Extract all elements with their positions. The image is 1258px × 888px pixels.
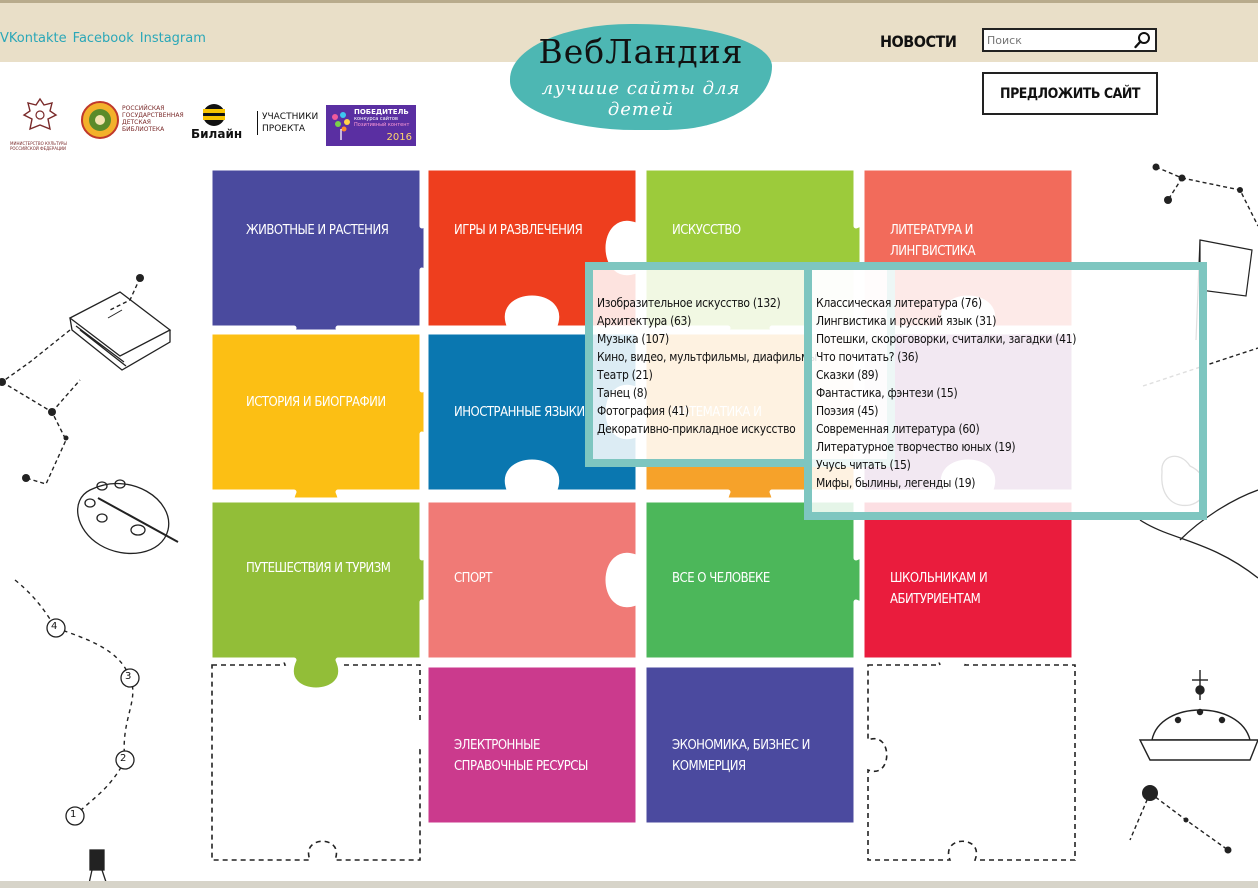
route-number-2: 2 xyxy=(120,753,127,764)
piece-school-label[interactable]: ШКОЛЬНИКАМ И АБИТУРИЕНТАМ xyxy=(890,571,988,607)
piece-games-label[interactable]: ИГРЫ И РАЗВЛЕЧЕНИЯ xyxy=(454,223,583,238)
submenu-item[interactable]: Танец (8) xyxy=(597,386,648,400)
piece-art-label[interactable]: ИСКУССТВО xyxy=(672,223,741,238)
library-emblem-icon xyxy=(81,101,119,139)
piece-sport[interactable] xyxy=(423,497,641,663)
piece-economics[interactable] xyxy=(641,662,859,828)
submenu-item[interactable]: Поэзия (45) xyxy=(816,404,879,418)
submenu-item[interactable]: Изобразительное искусство (132) xyxy=(597,296,781,310)
submenu-item[interactable]: Классическая литература (76) xyxy=(816,296,982,310)
art-submenu-list: Изобразительное искусство (132) Архитект… xyxy=(593,270,887,438)
ministry-label: МИНИСТЕРСТВО КУЛЬТУРЫ РОССИЙСКОЙ ФЕДЕРАЦ… xyxy=(10,141,67,151)
piece-economics-label[interactable]: ЭКОНОМИКА, БИЗНЕС И КОММЕРЦИЯ xyxy=(672,738,810,774)
route-number-1: 1 xyxy=(70,809,77,820)
search-field xyxy=(982,28,1157,52)
piece-human-label[interactable]: ВСЕ О ЧЕЛОВЕКЕ xyxy=(672,571,770,586)
submenu-item[interactable]: Потешки, скороговорки, считалки, загадки… xyxy=(816,332,1077,346)
suggest-site-button[interactable]: ПРЕДЛОЖИТЬ САЙТ xyxy=(982,72,1158,115)
library-logo[interactable] xyxy=(80,100,120,144)
literature-submenu: Классическая литература (76) Лингвистика… xyxy=(804,262,1207,520)
piece-animals-plants-label[interactable]: ЖИВОТНЫЕ И РАСТЕНИЯ xyxy=(246,223,389,238)
logo-title: ВебЛандия xyxy=(538,32,744,71)
empty-slot-right xyxy=(867,645,1076,861)
piece-history-label[interactable]: ИСТОРИЯ И БИОГРАФИИ xyxy=(246,395,386,410)
logo-subtitle: лучшие сайты для детей xyxy=(541,78,741,120)
project-members-label: УЧАСТНИКИ ПРОЕКТА xyxy=(257,111,318,135)
submenu-item[interactable]: Фотография (41) xyxy=(597,404,689,418)
submenu-item[interactable]: Кино, видео, мультфильмы, диафильмы xyxy=(597,350,818,364)
social-links: VKontakte Facebook Instagram xyxy=(0,31,206,46)
submenu-item[interactable]: Современная литература (60) xyxy=(816,422,980,436)
vkontakte-link[interactable]: VKontakte xyxy=(0,31,67,46)
winner-badge[interactable]: ПОБЕДИТЕЛЬ конкурса сайтов Позитивный ко… xyxy=(326,105,416,146)
piece-reference-label[interactable]: ЭЛЕКТРОННЫЕ СПРАВОЧНЫЕ РЕСУРСЫ xyxy=(454,738,588,774)
ministry-logo[interactable]: МИНИСТЕРСТВО КУЛЬТУРЫ РОССИЙСКОЙ ФЕДЕРАЦ… xyxy=(10,95,70,151)
site-logo[interactable]: ВебЛандия лучшие сайты для детей xyxy=(510,24,772,130)
submenu-item[interactable]: Фантастика, фэнтези (15) xyxy=(816,386,958,400)
facebook-link[interactable]: Facebook xyxy=(72,31,134,46)
dots-tree-icon xyxy=(332,112,350,140)
submenu-item[interactable]: Декоративно-прикладное искусство xyxy=(597,422,796,436)
submenu-item[interactable]: Музыка (107) xyxy=(597,332,669,346)
submenu-item[interactable]: Архитектура (63) xyxy=(597,314,692,328)
piece-travel-label[interactable]: ПУТЕШЕСТВИЯ И ТУРИЗМ xyxy=(246,561,391,576)
beeline-label: Билайн xyxy=(191,127,243,141)
submenu-item[interactable]: Театр (21) xyxy=(597,368,653,382)
submenu-item[interactable]: Мифы, былины, легенды (19) xyxy=(816,476,976,490)
winner-line2: Позитивный контент xyxy=(354,122,410,128)
beeline-logo[interactable] xyxy=(202,103,226,131)
submenu-item[interactable]: Лингвистика и русский язык (31) xyxy=(816,314,997,328)
piece-literature-label[interactable]: ЛИТЕРАТУРА И ЛИНГВИСТИКА xyxy=(890,223,976,259)
piece-travel[interactable] xyxy=(207,497,455,693)
winner-year: 2016 xyxy=(386,132,412,143)
search-button[interactable] xyxy=(1133,31,1153,50)
beeline-icon xyxy=(203,104,225,126)
route-number-4: 4 xyxy=(51,621,58,632)
bottom-scroll-strip xyxy=(0,881,1258,888)
submenu-item[interactable]: Что почитать? (36) xyxy=(816,350,919,364)
submenu-item[interactable]: Сказки (89) xyxy=(816,368,879,382)
piece-reference[interactable] xyxy=(423,662,641,828)
news-link[interactable]: НОВОСТИ xyxy=(880,32,957,51)
piece-history[interactable] xyxy=(207,329,455,525)
submenu-item[interactable]: Литературное творчество юных (19) xyxy=(816,440,1016,454)
library-label: РОССИЙСКАЯ ГОСУДАРСТВЕННАЯ ДЕТСКАЯ БИБЛИ… xyxy=(122,105,184,133)
eagle-emblem-icon xyxy=(22,97,58,131)
winner-title: ПОБЕДИТЕЛЬ xyxy=(354,108,409,116)
submenu-item[interactable]: Учусь читать (15) xyxy=(816,458,911,472)
instagram-link[interactable]: Instagram xyxy=(139,31,206,46)
search-input[interactable] xyxy=(987,32,1132,49)
winner-line1: конкурса сайтов xyxy=(354,116,398,122)
piece-languages-label[interactable]: ИНОСТРАННЫЕ ЯЗЫКИ xyxy=(454,405,585,420)
search-icon xyxy=(1134,32,1150,49)
piece-sport-label[interactable]: СПОРТ xyxy=(454,571,492,586)
route-number-3: 3 xyxy=(125,671,132,682)
literature-submenu-list: Классическая литература (76) Лингвистика… xyxy=(812,270,1199,492)
